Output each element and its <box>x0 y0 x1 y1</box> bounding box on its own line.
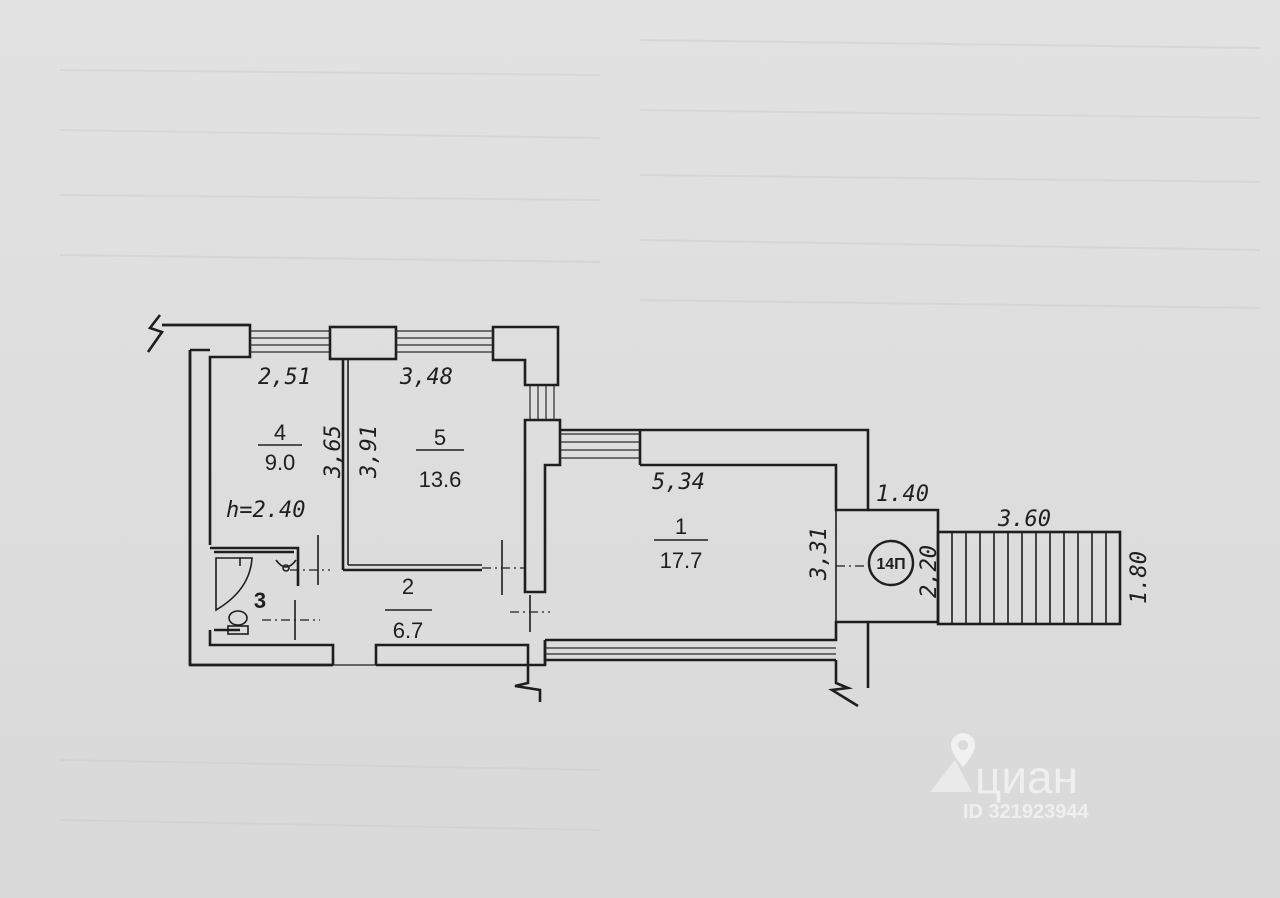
watermark: циан ID 321923944 <box>930 733 1090 823</box>
stairs <box>936 530 1122 626</box>
dim-room1-depth: 3,31 <box>807 527 832 581</box>
dim-room4-depth: 3,65 <box>321 425 346 479</box>
dim-room1-width: 5,34 <box>652 470 705 495</box>
ceiling-height: h=2.40 <box>226 498 305 523</box>
room-5-area: 13.6 <box>419 467 462 492</box>
dim-room5-depth: 3,91 <box>357 425 382 479</box>
room-1-number: 1 <box>675 514 687 539</box>
location-pin-icon <box>951 733 975 767</box>
dim-porch-depth: 2,20 <box>917 545 942 598</box>
room-5-number: 5 <box>434 425 446 450</box>
door-marks <box>262 535 870 640</box>
room-2-area: 6.7 <box>393 618 424 643</box>
walls <box>146 314 940 708</box>
dim-room4-width: 2,51 <box>258 365 311 390</box>
dim-porch-width: 1.40 <box>876 482 929 507</box>
room-4-number: 4 <box>274 420 286 445</box>
watermark-id: ID 321923944 <box>963 801 1090 823</box>
watermark-mark <box>930 760 972 792</box>
room-2-number: 2 <box>402 574 414 599</box>
dim-stair-length: 3.60 <box>997 507 1051 532</box>
room-fraction-lines <box>258 444 708 611</box>
paper-texture <box>59 39 1261 831</box>
dim-stair-width: 1.80 <box>1127 551 1152 604</box>
stamp-label: 14П <box>876 556 905 573</box>
room-3-number: 3 <box>254 588 266 613</box>
dim-room5-width: 3,48 <box>399 365 453 390</box>
room-1-area: 17.7 <box>660 548 703 573</box>
watermark-brand: циан <box>975 751 1078 803</box>
windows <box>250 330 836 655</box>
room-4-area: 9.0 <box>265 450 296 475</box>
stamp-circle <box>867 539 915 587</box>
bathroom-fixtures <box>215 557 297 635</box>
